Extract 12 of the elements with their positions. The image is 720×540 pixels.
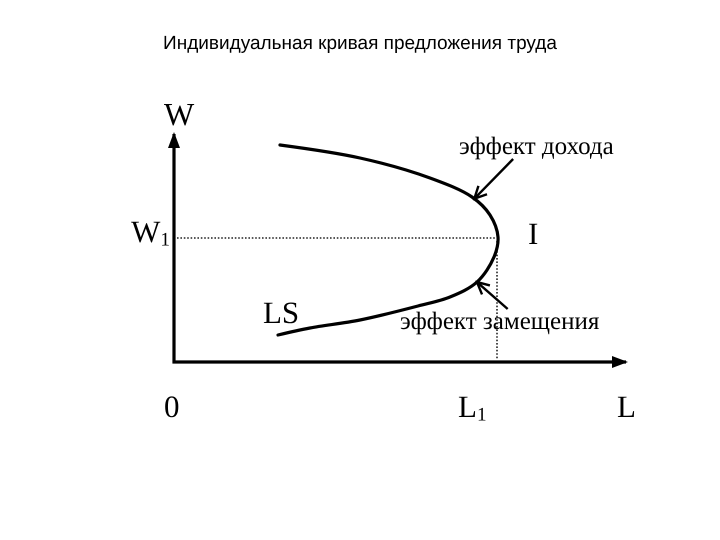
- leader-arrow: [476, 280, 508, 310]
- axis-label: W$_{1}$: [131, 216, 170, 247]
- axis-label: I: [528, 218, 538, 249]
- axis-label: L$_{1}$: [458, 391, 487, 422]
- annotation-text: эффект замещения: [400, 309, 600, 334]
- axis-label: 0: [164, 391, 180, 422]
- annotation-text: эффект дохода: [459, 134, 614, 159]
- leader-arrow: [473, 158, 514, 200]
- axis-label: L: [617, 391, 636, 422]
- curve-label: LS: [263, 297, 300, 328]
- chart-title: Индивидуальная кривая предложения труда: [163, 34, 557, 53]
- axis-label: W: [164, 98, 194, 130]
